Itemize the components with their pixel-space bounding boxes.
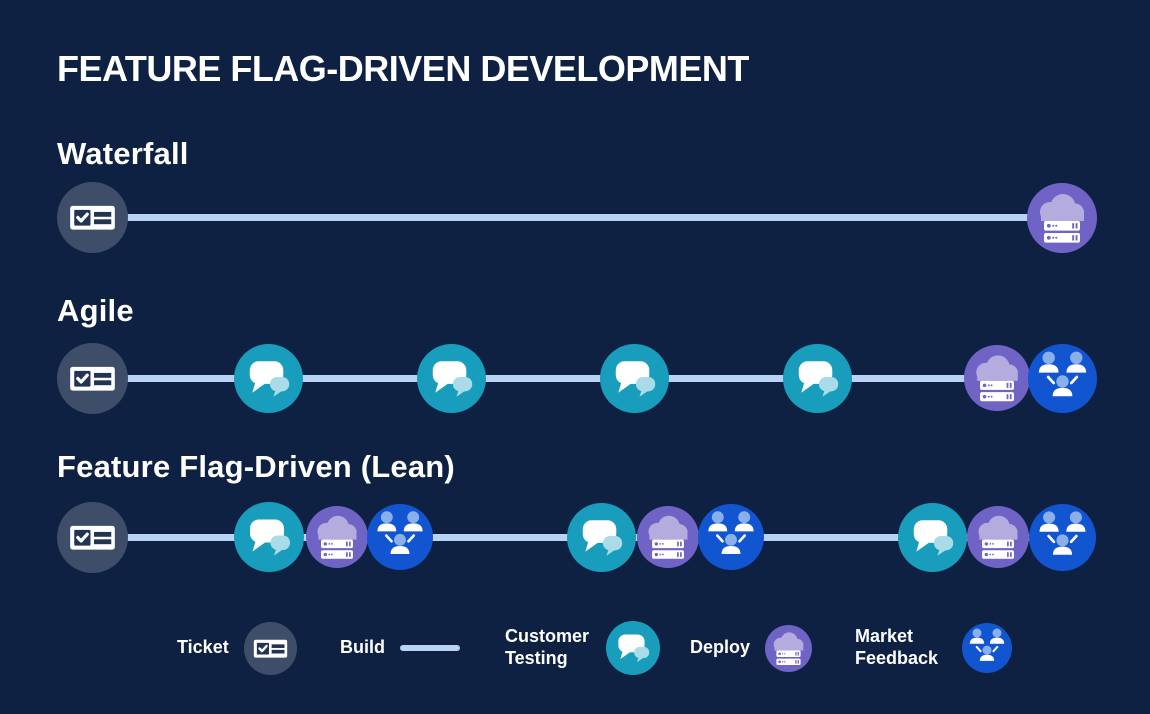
market-feedback-icon (367, 504, 433, 570)
build-line (92, 214, 1062, 221)
legend-label-market-feedback: Market Feedback (855, 626, 939, 668)
ticket-icon (57, 343, 128, 414)
legend-item-customer-testing: Customer Testing (505, 620, 660, 676)
deploy-icon (765, 625, 812, 672)
deploy-icon (1027, 183, 1097, 253)
row-label-waterfall: Waterfall (57, 136, 189, 171)
customer-testing-icon (567, 503, 636, 572)
build-line (92, 375, 1062, 382)
market-feedback-icon (962, 623, 1012, 673)
customer-testing-icon (898, 503, 967, 572)
legend-item-market-feedback: Market Feedback (855, 620, 1012, 676)
market-feedback-icon (698, 504, 764, 570)
deploy-icon (637, 506, 699, 568)
ticket-icon (244, 622, 297, 675)
customer-testing-icon (606, 621, 660, 675)
legend-item-ticket: Ticket (177, 620, 297, 676)
market-feedback-icon (1028, 344, 1097, 413)
legend-label-build: Build (340, 637, 385, 658)
ticket-icon (57, 502, 128, 573)
legend-item-deploy: Deploy (690, 620, 812, 676)
customer-testing-icon (234, 502, 304, 572)
legend-label-deploy: Deploy (690, 637, 751, 658)
legend-item-build: Build (340, 620, 460, 676)
legend-label-ticket: Ticket (177, 637, 229, 658)
deploy-icon (964, 345, 1030, 411)
page-title: FEATURE FLAG-DRIVEN DEVELOPMENT (57, 48, 749, 89)
customer-testing-icon (417, 344, 486, 413)
deploy-icon (306, 506, 368, 568)
row-label-agile: Agile (57, 293, 134, 328)
build-line (400, 645, 460, 651)
ticket-icon (57, 182, 128, 253)
row-label-lean: Feature Flag-Driven (Lean) (57, 449, 455, 484)
market-feedback-icon (1029, 504, 1096, 571)
customer-testing-icon (234, 344, 303, 413)
customer-testing-icon (783, 344, 852, 413)
customer-testing-icon (600, 344, 669, 413)
deploy-icon (967, 506, 1029, 568)
legend-label-customer-testing: Customer Testing (505, 626, 590, 668)
